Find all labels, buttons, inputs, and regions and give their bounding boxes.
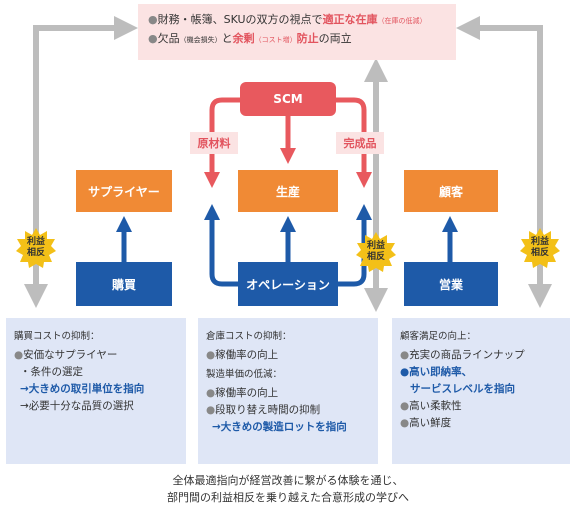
footer-caption: 全体最適指向が経営改善に繋がる体験を通じ、 部門間の利益相反を乗り越えた合意形成… xyxy=(167,474,409,504)
gray-arrow-left-loop xyxy=(33,16,138,292)
conflict-badge-middle: 利益相反 xyxy=(356,232,396,272)
panel-heading: 製造単価の低減： xyxy=(206,369,283,380)
purchasing-box: 購買 xyxy=(76,262,172,306)
list-item: →必要十分な品質の選択 xyxy=(20,400,134,412)
list-item: ●稼働率の向上 xyxy=(206,387,279,399)
bullet-icon: ● xyxy=(148,32,158,45)
list-item: ●安価なサプライヤー xyxy=(14,349,118,361)
scm-box: SCM xyxy=(240,82,336,116)
starburst-icon xyxy=(356,232,396,272)
customer-box: 顧客 xyxy=(404,170,498,212)
gray-arrow-right-loop xyxy=(456,16,543,292)
list-item: ●高い即納率、 xyxy=(400,366,473,378)
panel-heading: 倉庫コストの抑制： xyxy=(206,331,292,342)
list-item: ●高い柔軟性 xyxy=(400,400,462,412)
list-item: サービスレベルを指向 xyxy=(410,383,515,395)
finished-goods-tag: 完成品 xyxy=(336,132,384,154)
bullet-icon: ● xyxy=(148,13,158,26)
red-arrow-scm-left xyxy=(204,97,240,188)
production-box: 生産 xyxy=(238,170,338,212)
list-item: →大きめの製造ロットを指向 xyxy=(212,421,347,433)
list-item: ●段取り替え時間の抑制 xyxy=(206,404,321,416)
raw-material-tag: 原材料 xyxy=(190,132,238,154)
list-item: ●高い鮮度 xyxy=(400,417,452,429)
purchasing-panel: 購買コストの抑制： ●安価なサプライヤー ・条件の選定 →大きめの取引単位を指向… xyxy=(6,318,186,464)
list-item: ・条件の選定 xyxy=(20,366,83,378)
conflict-badge-right: 利益相反 xyxy=(520,228,560,268)
sales-box: 営業 xyxy=(404,262,498,306)
sales-panel: 顧客満足の向上： ●充実の商品ラインナップ ●高い即納率、 サービスレベルを指向… xyxy=(392,318,570,464)
starburst-icon xyxy=(520,228,560,268)
operation-box: オペレーション xyxy=(238,262,338,306)
panel-heading: 顧客満足の向上： xyxy=(400,331,477,342)
goal-line-2: ●欠品（機会損失）と余剰（コスト増）防止の両立 xyxy=(148,32,352,45)
red-arrow-scm-right xyxy=(336,97,373,188)
list-item: ●充実の商品ラインナップ xyxy=(400,349,525,361)
goal-line-1: ●財務・帳簿、SKUの双方の視点で適正な在庫（在庫の低減） xyxy=(148,13,427,26)
list-item: →大きめの取引単位を指向 xyxy=(20,383,145,395)
supplier-box: サプライヤー xyxy=(76,170,172,212)
list-item: ●稼働率の向上 xyxy=(206,349,279,361)
blue-arrow-operation-right xyxy=(336,204,372,287)
goal-box: ●財務・帳簿、SKUの双方の視点で適正な在庫（在庫の低減） ●欠品（機会損失）と… xyxy=(138,4,456,60)
conflict-badge-left: 利益相反 xyxy=(16,228,56,268)
operation-panel: 倉庫コストの抑制： ●稼働率の向上 製造単価の低減： ●稼働率の向上 ●段取り替… xyxy=(198,318,378,464)
panel-heading: 購買コストの抑制： xyxy=(14,331,100,342)
starburst-icon xyxy=(16,228,56,268)
blue-arrow-operation-left xyxy=(203,204,240,287)
